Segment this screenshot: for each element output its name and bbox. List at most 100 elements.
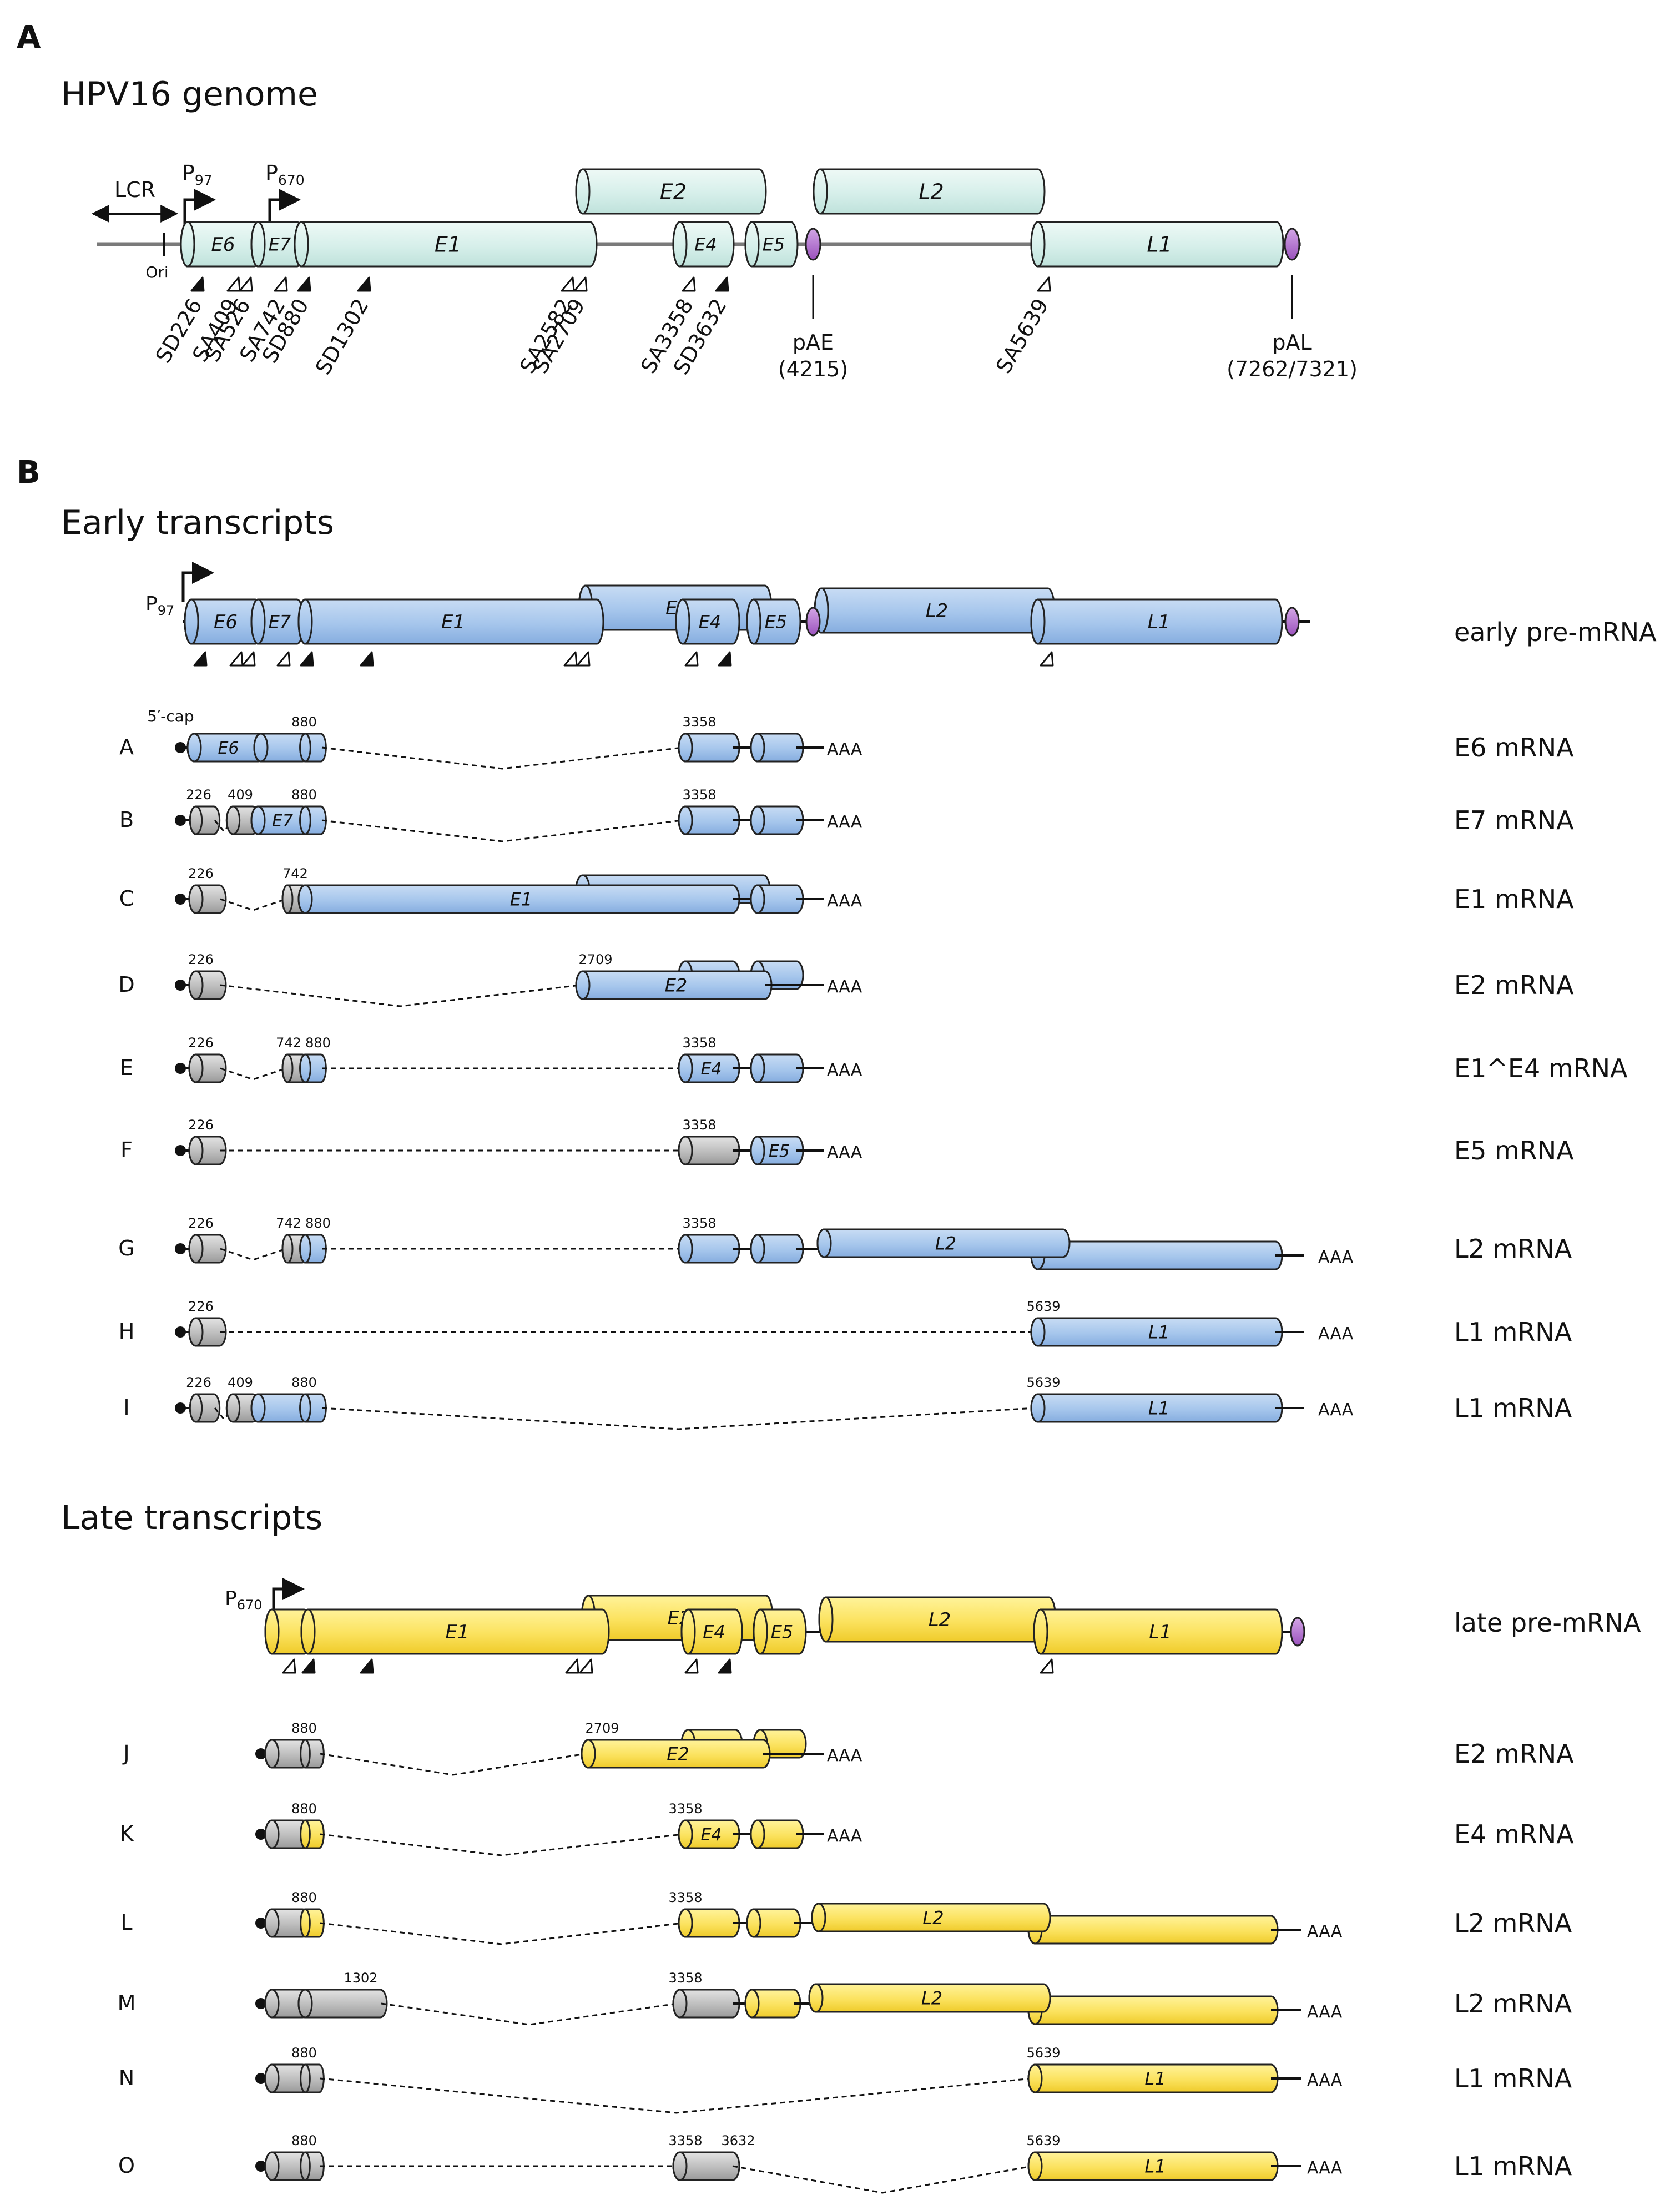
early-row-a-e6-label: E6 xyxy=(218,739,239,758)
early-premrna-label: early pre-mRNA xyxy=(1454,617,1657,647)
early-row-f-exon1-cap xyxy=(188,1136,204,1165)
early-row-b-e7: E7 xyxy=(250,805,310,835)
early-row-e-intron1 xyxy=(220,1067,286,1081)
early-row-a-exon3 xyxy=(299,733,327,763)
early-row-h-l1-cap xyxy=(1030,1317,1046,1347)
early-row-g-n880: 880 xyxy=(305,1215,331,1231)
early-row-i-n880: 880 xyxy=(291,1375,317,1390)
late-row-k-exon5 xyxy=(750,1819,804,1849)
late-pre-site-5 xyxy=(684,1658,699,1674)
genome-e7-orf-label: E7 xyxy=(269,234,291,255)
late-row-l-exon1-cap xyxy=(264,1908,280,1938)
early-row-b-exon1 xyxy=(189,805,221,835)
late-row-o-exon1-cap xyxy=(264,2151,280,2181)
late-row-l-letter: L xyxy=(120,1910,132,1935)
late-pre-e5-label: E5 xyxy=(771,1622,794,1643)
early-row-b-exon2 xyxy=(225,805,260,835)
late-transcripts-title: Late transcripts xyxy=(61,1498,322,1537)
late-row-k-polya-label: AAA xyxy=(827,1826,862,1846)
early-row-e-polya-label: AAA xyxy=(827,1061,862,1080)
early-row-g-n742: 742 xyxy=(276,1215,301,1231)
early-row-i-exon3-cap xyxy=(250,1393,266,1423)
late-row-k-exon5-cap xyxy=(750,1819,765,1849)
early-row-f-e5-cap xyxy=(750,1136,765,1165)
early-pre-site-sa2709 xyxy=(576,651,591,667)
cap-label: 5′-cap xyxy=(147,707,194,725)
late-row-o-l1-label: L1 xyxy=(1144,2156,1166,2177)
late-row-n-l1-label: L1 xyxy=(1144,2068,1166,2090)
early-row-g-l2: L2 xyxy=(816,1228,1071,1258)
early-pre-site-sa742 xyxy=(276,651,291,667)
late-row-m-n1302: 1302 xyxy=(344,1970,377,1986)
late-pre-site-7 xyxy=(1040,1658,1054,1674)
early-pre-l2-label: L2 xyxy=(926,600,949,622)
late-row-k-e4-label: E4 xyxy=(700,1825,722,1845)
early-row-b-letter: B xyxy=(119,808,134,832)
late-pre-e5-cap xyxy=(753,1608,768,1655)
late-row-o-n3358: 3358 xyxy=(668,2133,702,2148)
late-row-o-l1-cap xyxy=(1027,2151,1043,2181)
early-row-i-l1: L1 xyxy=(1030,1393,1283,1423)
early-row-d-letter: D xyxy=(118,972,134,997)
early-row-b-exon5-cap xyxy=(750,805,765,835)
early-row-b-exon1-cap xyxy=(189,805,203,835)
early-row-h-exon1-cap xyxy=(188,1317,204,1347)
late-row-m-l2: L2 xyxy=(808,1983,1051,2013)
early-row-b-n880: 880 xyxy=(291,787,317,803)
early-row-f-e5: E5 xyxy=(750,1136,804,1165)
late-pre-site-6 xyxy=(718,1658,732,1674)
early-row-i-l1-cap xyxy=(1030,1393,1046,1423)
late-row-n-l1-cap xyxy=(1027,2063,1043,2093)
late-row-j-letter: J xyxy=(122,1741,129,1765)
p97-main: P xyxy=(182,161,195,185)
early-row-c-intron1 xyxy=(220,898,286,911)
late-row-k-e4-cap xyxy=(678,1819,693,1849)
early-row-f-n3358: 3358 xyxy=(682,1117,716,1133)
late-pre-e5: E5 xyxy=(753,1608,807,1655)
early-row-f-exon2-cap xyxy=(678,1136,693,1165)
early-row-c-exon1 xyxy=(188,884,227,914)
early-pre-e4: E4 xyxy=(675,598,740,645)
early-row-c-polya-label: AAA xyxy=(827,891,862,911)
late-pre-site-2 xyxy=(360,1658,374,1674)
panel-a-title: HPV16 genome xyxy=(61,75,318,114)
late-pre-e1-cap xyxy=(300,1608,316,1655)
early-row-g-exon1 xyxy=(188,1234,227,1264)
early-transcripts-title: Early transcripts xyxy=(61,503,334,542)
early-row-g-intron1 xyxy=(220,1248,286,1261)
genome-site-marker-sa2582 xyxy=(561,276,575,292)
early-row-b-exon4 xyxy=(678,805,740,835)
early-row-f-n226: 226 xyxy=(188,1117,214,1133)
early-p97-sub: 97 xyxy=(158,603,175,618)
early-row-e-n3358: 3358 xyxy=(682,1035,716,1051)
late-row-l-exon3-cap xyxy=(678,1908,693,1938)
late-row-n-l1: L1 xyxy=(1027,2063,1279,2093)
late-row-l-exon4-cap xyxy=(746,1908,761,1938)
early-row-e-exon3 xyxy=(299,1053,327,1083)
early-row-b-e7-cap xyxy=(250,805,266,835)
early-row-a-exon4-cap xyxy=(678,733,693,763)
early-pre-e7-label: E7 xyxy=(269,612,291,633)
late-row-k-n3358: 3358 xyxy=(668,1801,702,1817)
early-row-d-e2: E2 xyxy=(575,970,773,1000)
p97-sub: 97 xyxy=(195,172,213,188)
genome-e1-orf-label: E1 xyxy=(435,233,461,257)
early-row-h-n226: 226 xyxy=(188,1299,214,1314)
late-row-k-letter: K xyxy=(120,1821,134,1846)
early-row-f-name: E5 mRNA xyxy=(1454,1136,1574,1165)
early-row-d-e2-cap xyxy=(575,970,591,1000)
genome-l1-orf-cap xyxy=(1030,221,1046,268)
late-row-l-n880: 880 xyxy=(291,1890,317,1905)
late-row-j-exon2 xyxy=(300,1739,325,1769)
early-pre-pal xyxy=(1284,607,1300,637)
early-row-d-polya-label: AAA xyxy=(827,977,862,997)
genome-l1-orf-label: L1 xyxy=(1147,233,1172,257)
genome-l2-orf-cap xyxy=(813,168,828,215)
